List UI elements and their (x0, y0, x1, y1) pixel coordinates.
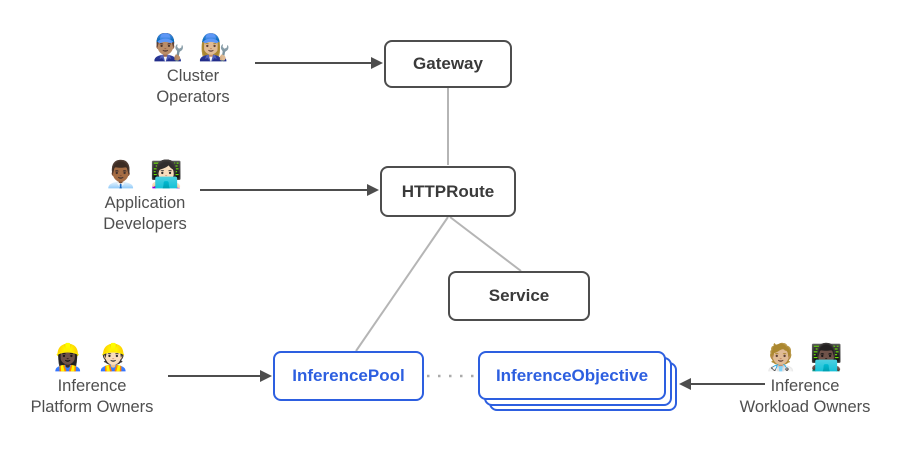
inferenceobjective-node-stack: InferenceObjective (478, 351, 677, 411)
persona-inference-workload-owners: 🧑🏼‍⚕️ 👨🏿‍💻 Inference Workload Owners (715, 341, 895, 418)
inference-workload-owners-label: Inference Workload Owners (739, 377, 871, 416)
persona-cluster-operators: 👨🏽‍🔧 👩🏼‍🔧 Cluster Operators (103, 31, 283, 108)
arrow-cluster-operators-to-gateway (255, 57, 383, 69)
arrow-application-developers-to-httproute (200, 184, 379, 196)
arrow-platform-owners-to-inferencepool (168, 370, 272, 382)
cluster-operators-emoji-icon: 👨🏽‍🔧 👩🏼‍🔧 (152, 32, 234, 62)
persona-inference-platform-owners: 👷🏿‍♀️ 👷🏻 Inference Platform Owners (2, 341, 182, 418)
inference-platform-owners-emoji-icon: 👷🏿‍♀️ 👷🏻 (51, 342, 133, 372)
application-developers-emoji-icon: 👨🏾‍💼 👩🏻‍💻 (104, 159, 186, 189)
application-developers-label: Application Developers (103, 194, 187, 233)
edge-httproute-service (449, 216, 522, 272)
inferenceobjective-node: InferenceObjective (478, 351, 666, 400)
inferencepool-node: InferencePool (273, 351, 424, 401)
edge-httproute-inferencepool (355, 216, 449, 352)
arrow-workload-owners-to-inferenceobjective (679, 378, 765, 390)
inference-platform-owners-label: Inference Platform Owners (30, 377, 154, 416)
service-node: Service (448, 271, 590, 321)
persona-application-developers: 👨🏾‍💼 👩🏻‍💻 Application Developers (55, 158, 235, 235)
cluster-operators-label: Cluster Operators (156, 67, 230, 106)
inference-workload-owners-emoji-icon: 🧑🏼‍⚕️ 👨🏿‍💻 (764, 342, 846, 372)
httproute-node: HTTPRoute (380, 166, 516, 217)
gateway-node: Gateway (384, 40, 512, 88)
